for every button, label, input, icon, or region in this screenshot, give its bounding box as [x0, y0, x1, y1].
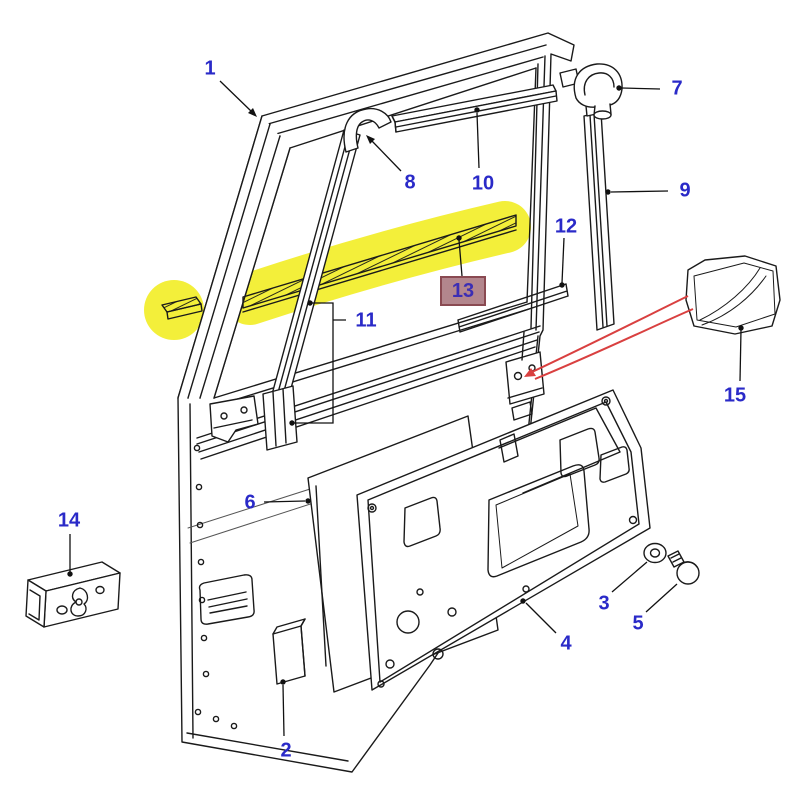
part-label-14[interactable]: 14 [57, 509, 81, 532]
part-label-8[interactable]: 8 [404, 171, 416, 194]
pad-block [272, 618, 306, 685]
corner-elbow-window [343, 107, 392, 153]
corner-elbow-top [559, 63, 623, 120]
part-label-12[interactable]: 12 [554, 215, 578, 238]
part-label-11[interactable]: 11 [355, 309, 377, 332]
part-label-1[interactable]: 1 [204, 57, 216, 80]
part-label-5[interactable]: 5 [632, 612, 644, 635]
door-lock-detail [505, 331, 545, 421]
part-label-4[interactable]: 4 [560, 632, 572, 655]
part-label-3[interactable]: 3 [598, 592, 610, 615]
washer [643, 542, 667, 564]
part-label-9[interactable]: 9 [679, 179, 691, 202]
part-13-callout-box[interactable]: 13 [440, 276, 486, 306]
part-label-6[interactable]: 6 [244, 491, 256, 514]
inner-door-panel [356, 389, 651, 691]
check-strap-bracket [25, 561, 121, 628]
part-label-10[interactable]: 10 [471, 172, 495, 195]
part-label-2[interactable]: 2 [280, 739, 292, 762]
part-label-13[interactable]: 13 [451, 279, 475, 302]
door-assembly-artwork [25, 32, 781, 773]
a-pillar [178, 116, 290, 398]
part-label-7[interactable]: 7 [671, 77, 683, 100]
glass-run-channel-vertical [583, 102, 615, 331]
pointer-arrows-red [524, 295, 694, 380]
bolt [667, 550, 700, 585]
rivet-holes [193, 444, 238, 730]
channel-block [262, 385, 298, 451]
waist-rail-lines [196, 325, 541, 460]
part-label-15[interactable]: 15 [723, 384, 747, 407]
sealant-packet [685, 255, 781, 335]
waist-seal-strip [457, 283, 569, 333]
leader-lines [67, 80, 744, 737]
